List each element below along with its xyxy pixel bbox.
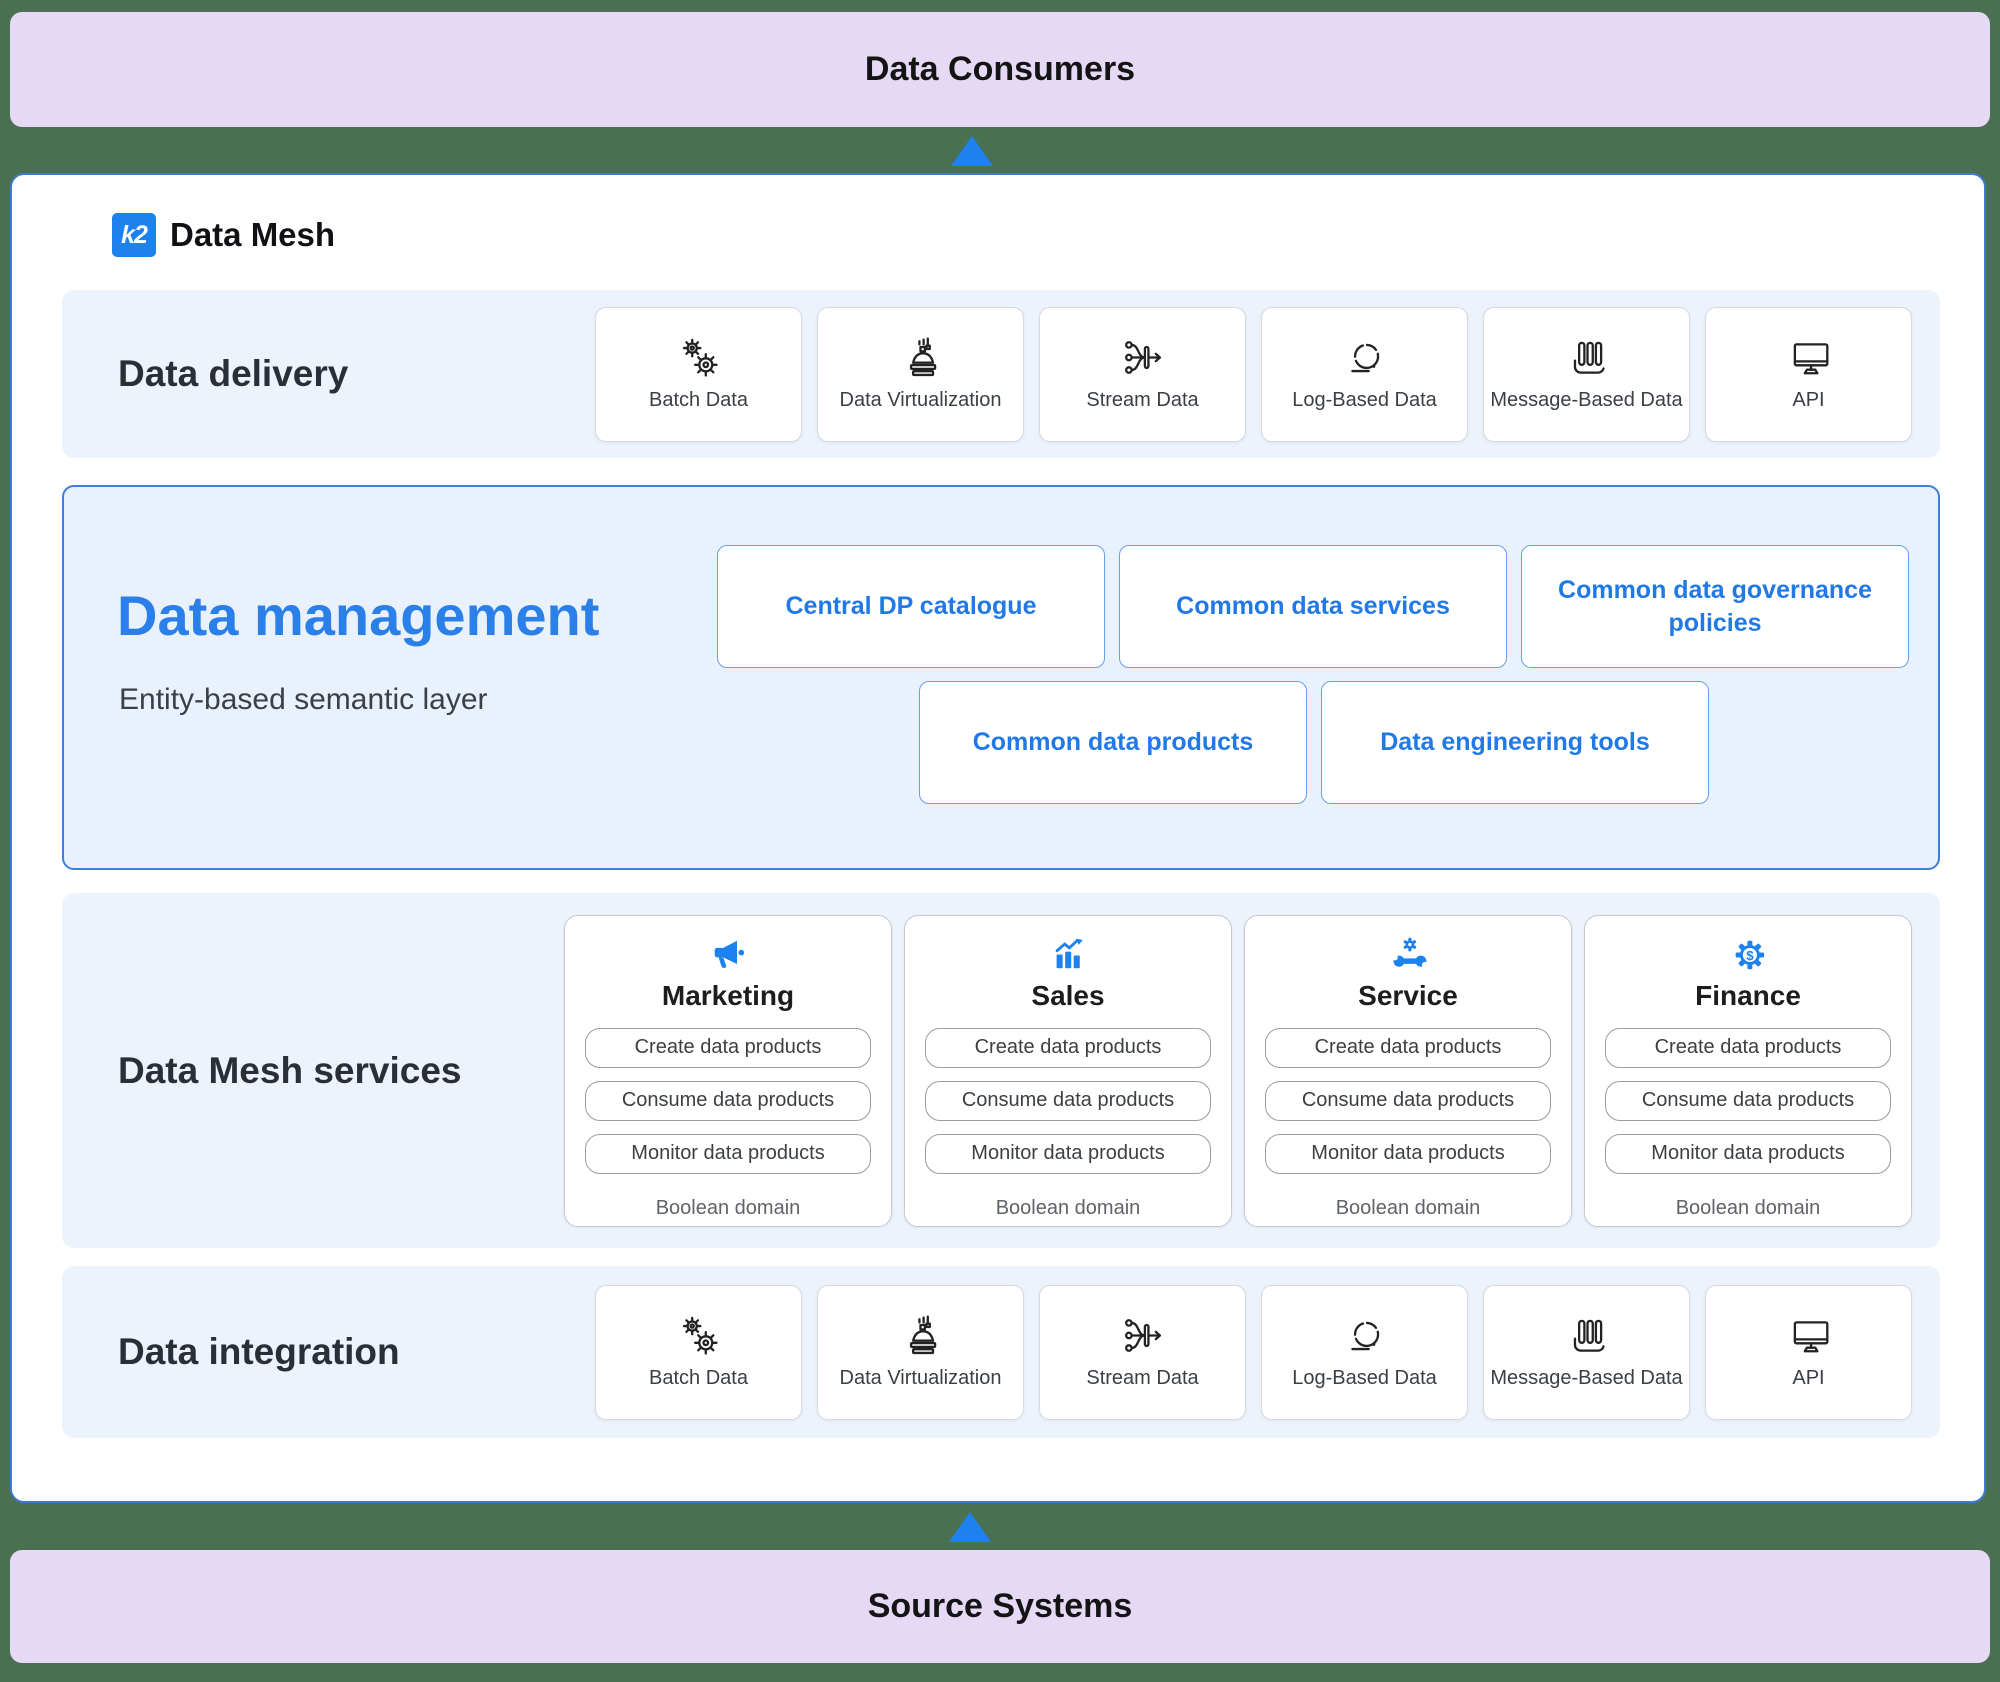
tile-label: Stream Data xyxy=(1086,389,1199,411)
wrench-gear-icon xyxy=(1391,937,1428,968)
monitor-icon xyxy=(1793,343,1828,375)
delivery-card-stream-data[interactable]: Stream Data xyxy=(1039,306,1246,442)
domain-footer: Boolean domain xyxy=(1675,1196,1821,1219)
source-systems-banner: Source Systems xyxy=(10,1550,1990,1663)
branch-arrows-icon xyxy=(1124,1319,1161,1352)
tile-label: Data Virtualization xyxy=(839,1367,1002,1389)
monitor-data-products-button[interactable]: Monitor data products xyxy=(1265,1133,1551,1174)
tile-label: API xyxy=(1792,1367,1825,1389)
create-data-products-button[interactable]: Create data products xyxy=(585,1027,871,1068)
common-data-services-button[interactable]: Common data services xyxy=(1119,545,1507,668)
integration-card-batch-data[interactable]: Batch Data xyxy=(595,1284,802,1420)
create-data-products-button[interactable]: Create data products xyxy=(1265,1027,1551,1068)
branch-arrows-icon xyxy=(1124,341,1161,374)
domain-card-finance[interactable]: Finance Create data products Consume dat… xyxy=(1584,914,1912,1227)
delivery-card-batch-data[interactable]: Batch Data xyxy=(595,306,802,442)
tile-label: API xyxy=(1792,389,1825,411)
integration-card-stream-data[interactable]: Stream Data xyxy=(1039,1284,1246,1420)
integration-card-data-virtualization[interactable]: Data Virtualization xyxy=(817,1284,1024,1420)
tile-label: Message-Based Data xyxy=(1490,389,1683,411)
funnel-stack-icon xyxy=(909,337,936,377)
monitor-data-products-button[interactable]: Monitor data products xyxy=(925,1133,1211,1174)
domain-title: Finance xyxy=(1695,979,1801,1011)
data-delivery-section: Data delivery Batch Data Data Virtualiza… xyxy=(62,290,1940,458)
monitor-data-products-button[interactable]: Monitor data products xyxy=(585,1133,871,1174)
bar-chart-trend-icon xyxy=(1055,936,1085,970)
delivery-card-log-based-data[interactable]: Log-Based Data xyxy=(1261,306,1468,442)
data-consumers-banner: Data Consumers xyxy=(10,12,1990,127)
k2-logo-icon: k2 xyxy=(112,213,156,257)
tile-label: Batch Data xyxy=(649,1367,748,1389)
data-mesh-container: k2 Data Mesh Data delivery Batch Data Da… xyxy=(10,173,1986,1503)
data-mesh-services-label: Data Mesh services xyxy=(118,1049,462,1091)
data-mesh-services-section: Data Mesh services Marketing Create data… xyxy=(62,893,1940,1248)
tile-label: Data Virtualization xyxy=(839,389,1002,411)
up-arrow-icon xyxy=(949,1512,991,1542)
create-data-products-button[interactable]: Create data products xyxy=(1605,1027,1891,1068)
source-systems-label: Source Systems xyxy=(867,1587,1133,1625)
data-delivery-label: Data delivery xyxy=(118,353,349,394)
delivery-card-message-based-data[interactable]: Message-Based Data xyxy=(1483,306,1690,442)
consume-data-products-button[interactable]: Consume data products xyxy=(585,1080,871,1121)
delivery-cards: Batch Data Data Virtualization Stream Da… xyxy=(595,306,1912,442)
tile-label: Batch Data xyxy=(649,389,748,411)
gears-icon xyxy=(682,1316,718,1355)
common-data-products-button[interactable]: Common data products xyxy=(919,681,1307,804)
domain-footer: Boolean domain xyxy=(995,1196,1141,1219)
domain-card-marketing[interactable]: Marketing Create data products Consume d… xyxy=(564,914,892,1227)
monitor-icon xyxy=(1793,1321,1828,1353)
domain-cards: Marketing Create data products Consume d… xyxy=(564,914,1912,1227)
integration-card-api[interactable]: API xyxy=(1705,1284,1912,1420)
k2-logo-text: k2 xyxy=(121,220,148,249)
create-data-products-button[interactable]: Create data products xyxy=(925,1027,1211,1068)
up-arrow-icon xyxy=(951,136,993,166)
domain-title: Marketing xyxy=(661,979,795,1011)
tile-label: Stream Data xyxy=(1086,1367,1199,1389)
delivery-card-api[interactable]: API xyxy=(1705,306,1912,442)
integration-cards: Batch Data Data Virtualization Stream Da… xyxy=(595,1284,1912,1420)
megaphone-icon xyxy=(714,940,745,968)
integration-card-log-based-data[interactable]: Log-Based Data xyxy=(1261,1284,1468,1420)
delivery-card-data-virtualization[interactable]: Data Virtualization xyxy=(817,306,1024,442)
data-management-section: Data management Entity-based semantic la… xyxy=(62,485,1940,870)
domain-card-service[interactable]: Service Create data products Consume dat… xyxy=(1244,914,1572,1227)
consume-data-products-button[interactable]: Consume data products xyxy=(1605,1080,1891,1121)
domain-title: Service xyxy=(1358,979,1458,1011)
data-engineering-tools-button[interactable]: Data engineering tools xyxy=(1321,681,1709,804)
queue-bars-icon xyxy=(1573,1319,1605,1352)
consume-data-products-button[interactable]: Consume data products xyxy=(925,1080,1211,1121)
tile-label: Log-Based Data xyxy=(1292,1367,1437,1389)
domain-footer: Boolean domain xyxy=(655,1196,801,1219)
data-integration-section: Data integration Batch Data Data Virtual… xyxy=(62,1266,1940,1438)
funnel-stack-icon xyxy=(909,1315,936,1355)
integration-card-message-based-data[interactable]: Message-Based Data xyxy=(1483,1284,1690,1420)
data-mesh-title: Data Mesh xyxy=(170,216,336,253)
data-management-subtitle: Entity-based semantic layer xyxy=(119,683,488,716)
gears-icon xyxy=(682,338,718,377)
queue-bars-icon xyxy=(1573,341,1605,374)
data-management-title: Data management xyxy=(117,584,600,647)
brand-header: k2 Data Mesh xyxy=(112,213,335,257)
tile-label: Message-Based Data xyxy=(1490,1367,1683,1389)
data-integration-label: Data integration xyxy=(118,1331,400,1372)
common-data-governance-policies-button[interactable]: Common data governance policies xyxy=(1521,545,1909,668)
central-dp-catalogue-button[interactable]: Central DP catalogue xyxy=(717,545,1105,668)
cycle-icon xyxy=(1350,1321,1379,1351)
domain-footer: Boolean domain xyxy=(1335,1196,1481,1219)
domain-card-sales[interactable]: Sales Create data products Consume data … xyxy=(904,914,1232,1227)
dollar-gear-icon xyxy=(1735,940,1765,969)
domain-title: Sales xyxy=(1031,979,1105,1011)
monitor-data-products-button[interactable]: Monitor data products xyxy=(1605,1133,1891,1174)
tile-label: Log-Based Data xyxy=(1292,389,1437,411)
cycle-icon xyxy=(1350,343,1379,373)
consume-data-products-button[interactable]: Consume data products xyxy=(1265,1080,1551,1121)
data-consumers-label: Data Consumers xyxy=(864,50,1136,88)
